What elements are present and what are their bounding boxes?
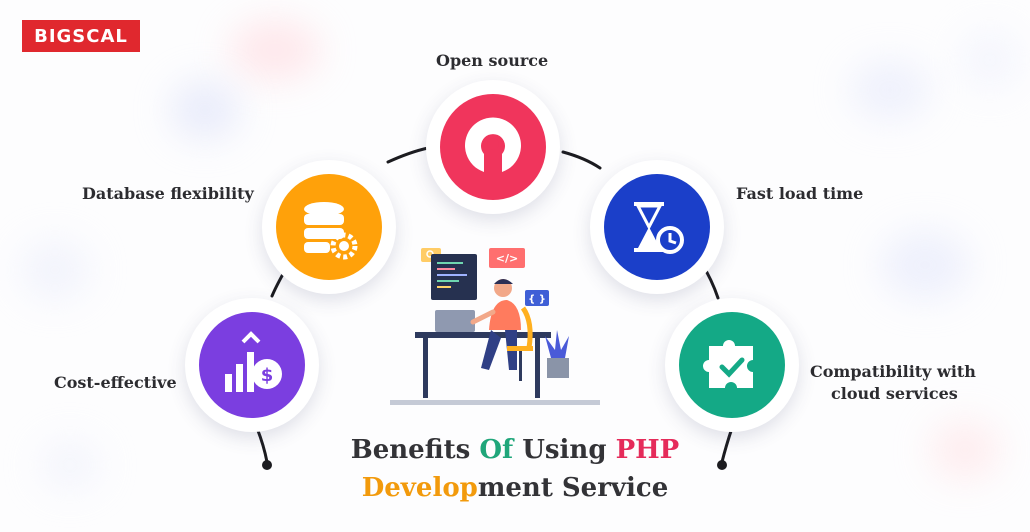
- bg-blob: [20, 240, 90, 300]
- infographic-title-line2: Development Service: [290, 470, 740, 506]
- title-benefits: Benefits: [350, 435, 480, 465]
- puzzle-check-icon: [679, 312, 785, 418]
- title-using: Using: [513, 435, 616, 465]
- infographic-title-line1: Benefits Of Using PHP: [290, 432, 740, 468]
- bg-blob: [40, 440, 100, 490]
- bigscal-logo[interactable]: BIGSCAL: [22, 20, 140, 52]
- title-of: Of: [479, 435, 514, 465]
- brace-tag-text: { }: [528, 294, 546, 305]
- bg-blob: [230, 20, 320, 80]
- feature-label-open-source: Open source: [436, 51, 549, 70]
- hourglass-clock-icon: [604, 174, 710, 280]
- bg-blob: [930, 420, 1000, 480]
- database-gear-icon: [276, 174, 382, 280]
- feature-label-compatibility: Compatibility with: [810, 362, 976, 381]
- bg-blob: [170, 80, 240, 140]
- logo-text: BIGSCAL: [34, 25, 128, 47]
- code-tag-text: </>: [496, 252, 518, 265]
- feature-label-cloud-services: cloud services: [831, 384, 958, 403]
- bg-blob: [960, 30, 1020, 90]
- svg-text:$: $: [261, 365, 274, 386]
- bg-blob: [850, 60, 930, 120]
- bg-blob: [880, 230, 970, 300]
- feature-open-source[interactable]: [426, 80, 560, 214]
- developer-illustration: </> { }: [390, 248, 600, 405]
- open-source-icon: [440, 94, 546, 200]
- title-develop: Develop: [361, 473, 478, 503]
- dollar-growth-icon: $: [199, 312, 305, 418]
- title-php: PHP: [615, 435, 680, 465]
- feature-cost-effective[interactable]: $: [185, 298, 319, 432]
- feature-label-cost-effective: Cost-effective: [54, 373, 177, 392]
- arc-end-dot-right: [717, 460, 727, 470]
- feature-fast-load-time[interactable]: [590, 160, 724, 294]
- feature-database-flexibility[interactable]: [262, 160, 396, 294]
- feature-label-database-flexibility: Database flexibility: [82, 184, 254, 203]
- arc-end-dot-left: [262, 460, 272, 470]
- feature-label-fast-load-time: Fast load time: [736, 184, 864, 203]
- title-ment-service: ment Service: [477, 473, 669, 503]
- feature-compatibility-cloud[interactable]: [665, 298, 799, 432]
